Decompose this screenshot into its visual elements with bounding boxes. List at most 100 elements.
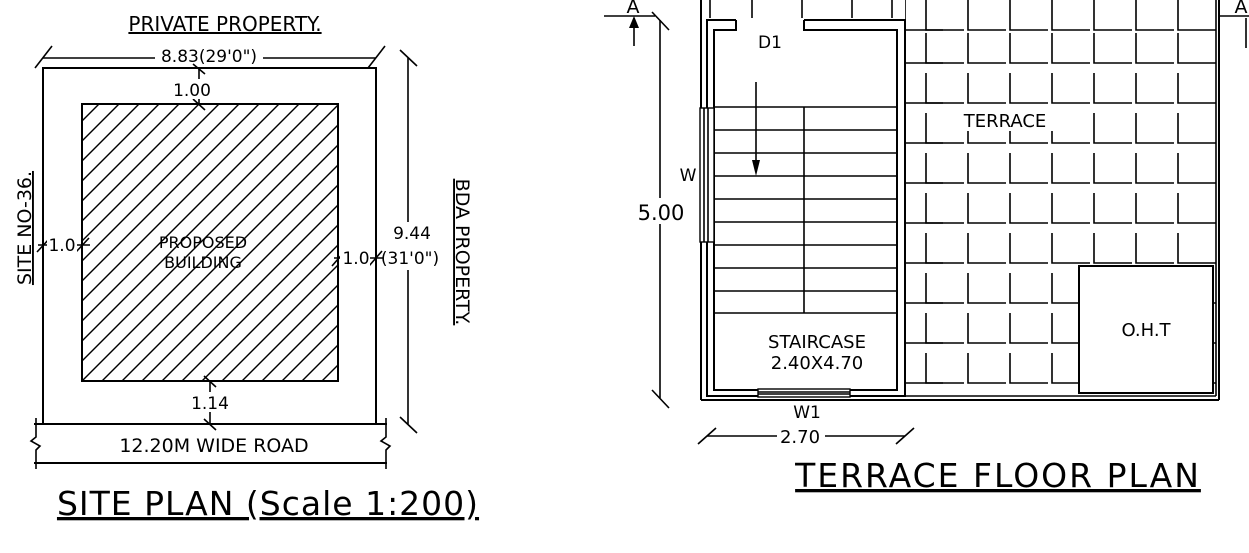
site-height-text-ft: (31'0"): [381, 249, 439, 269]
hatch-line: [221, 264, 338, 381]
tile-joint: [1093, 153, 1132, 184]
tile-joint: [1009, 33, 1048, 64]
tile-joint: [967, 73, 1006, 104]
tile-joint: [967, 313, 1006, 344]
tile-joint: [1135, 73, 1174, 104]
section-mark-right-text: A: [1235, 0, 1248, 18]
tile-joint: [925, 353, 964, 384]
tile-joint: [1009, 0, 1048, 31]
tile-joint: [1177, 73, 1216, 104]
hatch-line: [82, 104, 180, 202]
setback-right: 1.0: [331, 248, 384, 269]
tile-joint: [925, 153, 964, 184]
window-left: W: [680, 107, 715, 243]
tile-joint: [967, 153, 1006, 184]
tile-joint: [925, 313, 964, 344]
tile-joint: [1051, 153, 1090, 184]
hatch-line: [141, 184, 338, 381]
tile-joint: [1093, 33, 1132, 64]
tile-joint: [925, 0, 964, 31]
hatch-line: [161, 204, 338, 381]
tile-joint: [905, 33, 943, 64]
tile-joint: [905, 273, 943, 304]
proposed-building: PROPOSED BUILDING: [81, 103, 619, 382]
hatch-line: [82, 104, 160, 182]
window-bottom-label: W1: [793, 403, 821, 423]
terrace-plan-title: TERRACE FLOOR PLAN: [794, 456, 1201, 495]
setback-top-text: 1.00: [173, 81, 211, 101]
tile-joint: [1009, 153, 1048, 184]
setback-bottom: 1.14: [186, 375, 232, 431]
tile-joint: [967, 353, 1006, 384]
site-width-text: 8.83(29'0"): [161, 47, 257, 67]
tile-joint: [1135, 113, 1174, 144]
tile-joint: [1177, 233, 1216, 264]
tile-joint: [1051, 33, 1090, 64]
hatch-line: [82, 104, 200, 222]
road: 12.20M WIDE ROAD: [29, 418, 392, 469]
site-width-dimension: 8.83(29'0"): [34, 45, 386, 69]
tile-joint: [1009, 73, 1048, 104]
hatch-line: [281, 324, 338, 381]
tile-joint: [905, 313, 943, 344]
stair-label-1: STAIRCASE: [768, 332, 866, 353]
terrace-width-text: 2.70: [780, 427, 820, 448]
tile-joint: [1177, 0, 1216, 31]
hatch-line: [82, 104, 260, 282]
hatch-line: [121, 164, 338, 381]
tile-joint: [1051, 353, 1090, 384]
site-height-text: 9.44: [393, 224, 431, 244]
tile-joint: [1051, 0, 1090, 31]
tile-joint: [1177, 193, 1216, 224]
tile-joint: [1177, 153, 1216, 184]
section-mark-right: A: [1219, 0, 1249, 48]
setback-left: 1.0: [36, 235, 90, 256]
site-right-label: BDA PROPERTY.: [451, 179, 473, 326]
tile-joint: [1093, 73, 1132, 104]
tile-joint: [925, 233, 964, 264]
building-label-2: BUILDING: [164, 253, 242, 272]
site-plan-title: SITE PLAN (Scale 1:200): [57, 484, 479, 523]
hatch-line: [82, 104, 280, 302]
tile-joint: [1009, 353, 1048, 384]
terrace-label: TERRACE: [963, 111, 1047, 132]
tile-joint: [925, 73, 964, 104]
site-top-label: PRIVATE PROPERTY.: [128, 12, 321, 36]
tile-joint: [1009, 313, 1048, 344]
road-label: 12.20M WIDE ROAD: [119, 435, 308, 457]
tile-joint: [1051, 273, 1090, 304]
terrace-width-dimension: 2.70: [697, 425, 915, 448]
tile-joint: [1009, 193, 1048, 224]
tile-joint: [967, 233, 1006, 264]
section-mark-left-text: A: [627, 0, 640, 18]
tile-joint: [1051, 313, 1090, 344]
window-bottom: W1: [757, 388, 851, 423]
tile-joint: [967, 273, 1006, 304]
stair-label-2: 2.40X4.70: [771, 353, 864, 374]
tile-joint: [1177, 113, 1216, 144]
tile-joint: [1093, 193, 1132, 224]
setback-left-text: 1.0: [48, 236, 75, 256]
section-mark-left: A: [604, 0, 655, 46]
door-label: D1: [758, 33, 782, 53]
tile-joint: [1009, 273, 1048, 304]
site-plan: PRIVATE PROPERTY. PROPOSED BUILDING 8.83…: [14, 12, 619, 523]
hatch-line: [82, 104, 140, 162]
tile-joint: [905, 153, 943, 184]
hatch-line: [201, 244, 338, 381]
hatch-line: [101, 144, 338, 381]
tile-joint: [925, 113, 964, 144]
tile-joint: [1135, 233, 1174, 264]
setback-top: 1.00: [172, 63, 212, 111]
terrace-height-dimension: 5.00: [632, 11, 688, 409]
tile-joint: [905, 233, 943, 264]
hatch-line: [342, 104, 619, 381]
overhead-tank: O.H.T: [1078, 265, 1214, 394]
tile-joint: [925, 273, 964, 304]
tile-joint: [1135, 33, 1174, 64]
hatch-line: [241, 284, 338, 381]
site-left-label: SITE NO-36.: [14, 171, 36, 285]
hatch-line: [181, 224, 338, 381]
hatch-line: [261, 304, 338, 381]
